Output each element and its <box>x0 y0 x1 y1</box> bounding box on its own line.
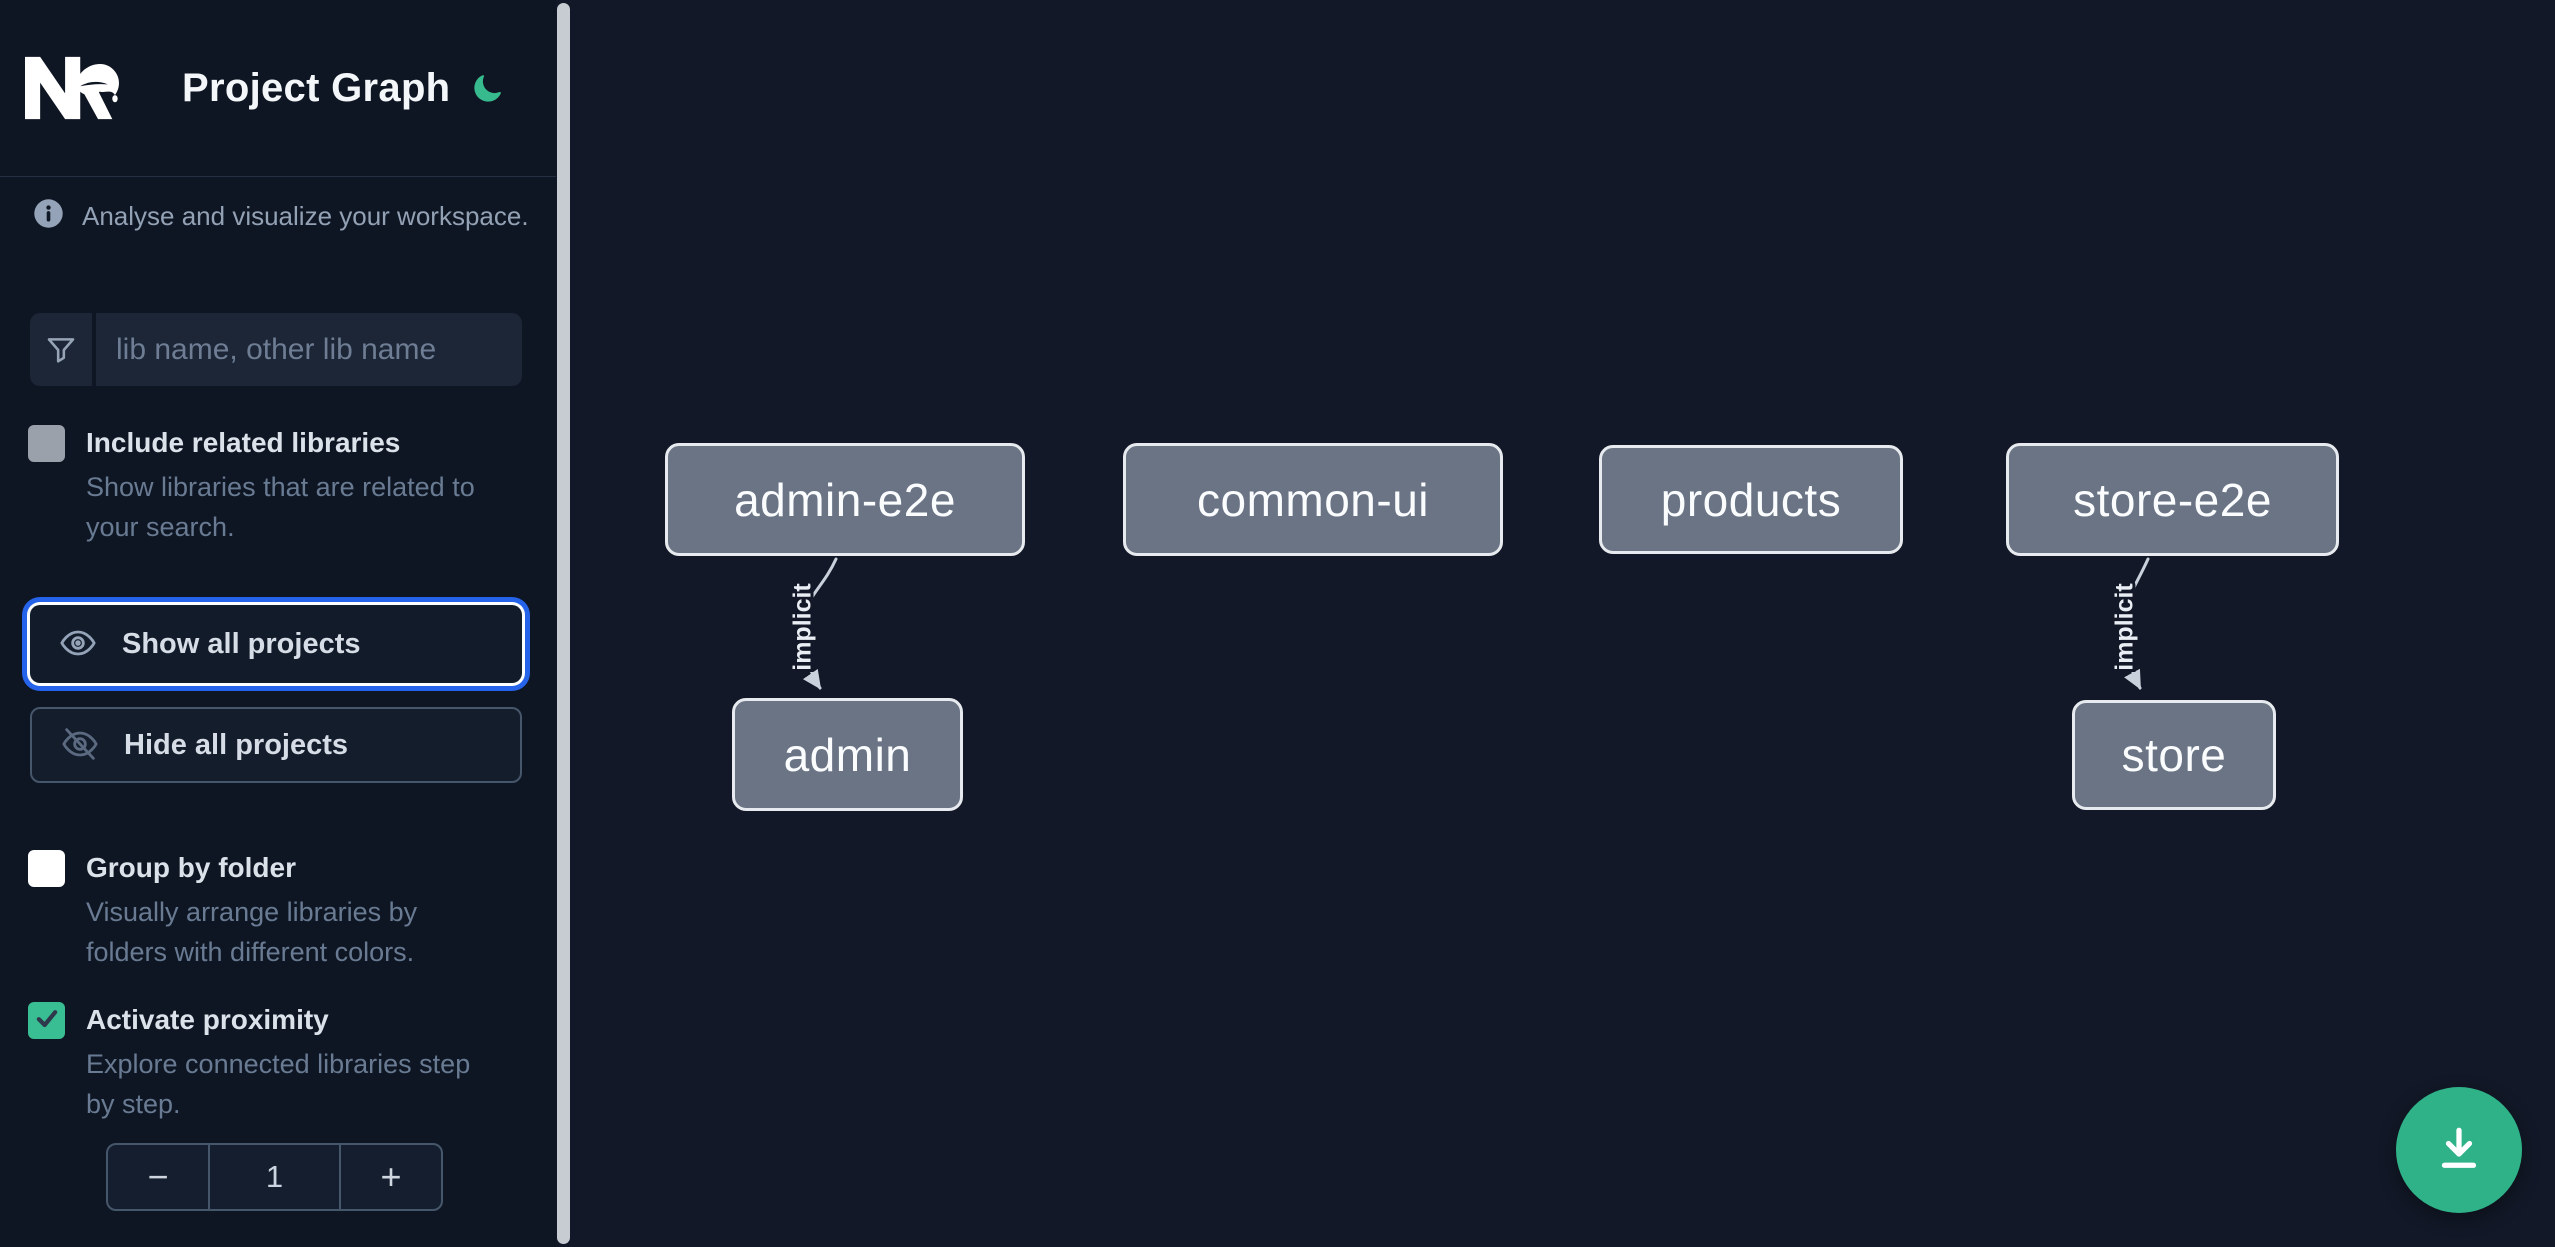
include-related-label: Include related libraries <box>86 427 401 458</box>
graph-node-admin-e2e[interactable]: admin-e2e <box>665 443 1025 556</box>
decrement-button[interactable]: − <box>108 1145 208 1209</box>
option-group-by-folder: Group by folder Visually arrange librari… <box>28 848 516 973</box>
option-activate-proximity: Activate proximity Explore connected lib… <box>28 1000 516 1125</box>
edge-admin-e2e-to-admin[interactable]: implicit <box>786 557 838 690</box>
activate-proximity-checkbox[interactable] <box>28 1002 65 1039</box>
filter-funnel-icon <box>30 313 96 386</box>
graph-node-admin[interactable]: admin <box>732 698 963 811</box>
show-all-projects-label: Show all projects <box>122 627 361 660</box>
include-related-description: Show libraries that are related to your … <box>86 471 475 542</box>
info-banner: Analyse and visualize your workspace. <box>33 198 529 234</box>
checkmark-icon <box>33 1004 61 1037</box>
graph-node-products[interactable]: products <box>1599 445 1903 554</box>
include-related-checkbox[interactable] <box>28 425 65 462</box>
hide-all-projects-label: Hide all projects <box>124 728 349 761</box>
info-text: Analyse and visualize your workspace. <box>82 200 529 231</box>
eye-icon <box>58 623 98 666</box>
page-title: Project Graph <box>182 66 451 110</box>
increment-button[interactable]: + <box>341 1145 441 1209</box>
eye-slash-icon <box>60 724 100 767</box>
edge-label-implicit: implicit <box>789 583 817 671</box>
download-icon <box>2429 1119 2489 1182</box>
search-box <box>30 313 522 386</box>
nx-logo <box>25 56 123 125</box>
group-by-folder-checkbox[interactable] <box>28 850 65 887</box>
graph-node-store-e2e[interactable]: store-e2e <box>2006 443 2339 556</box>
proximity-depth-value: 1 <box>208 1145 341 1209</box>
sidebar: Project Graph Analyse and visualize your… <box>0 0 556 1247</box>
graph-node-store[interactable]: store <box>2072 700 2276 810</box>
edge-label-implicit: implicit <box>2111 583 2139 671</box>
activate-proximity-description: Explore connected libraries step by step… <box>86 1048 471 1119</box>
edge-store-e2e-to-store[interactable]: implicit <box>2108 557 2150 690</box>
search-input[interactable] <box>96 313 522 386</box>
show-all-projects-button[interactable]: Show all projects <box>30 605 522 683</box>
proximity-depth-stepper: − 1 + <box>106 1143 443 1211</box>
graph-canvas[interactable]: implicit implicit admin-e2e common-ui pr… <box>570 0 2555 1247</box>
graph-edges-layer: implicit implicit <box>786 557 2150 690</box>
hide-all-projects-button[interactable]: Hide all projects <box>30 707 522 783</box>
group-by-folder-label: Group by folder <box>86 852 296 883</box>
sidebar-header: Project Graph <box>0 0 556 177</box>
info-icon <box>33 198 64 234</box>
activate-proximity-label: Activate proximity <box>86 1004 329 1035</box>
option-include-related: Include related libraries Show libraries… <box>28 423 516 548</box>
download-graph-button[interactable] <box>2396 1087 2522 1213</box>
moon-icon <box>470 75 504 109</box>
theme-toggle-button[interactable] <box>470 72 504 106</box>
graph-node-common-ui[interactable]: common-ui <box>1123 443 1503 556</box>
group-by-folder-description: Visually arrange libraries by folders wi… <box>86 896 418 967</box>
sidebar-scrollbar[interactable] <box>557 3 570 1244</box>
